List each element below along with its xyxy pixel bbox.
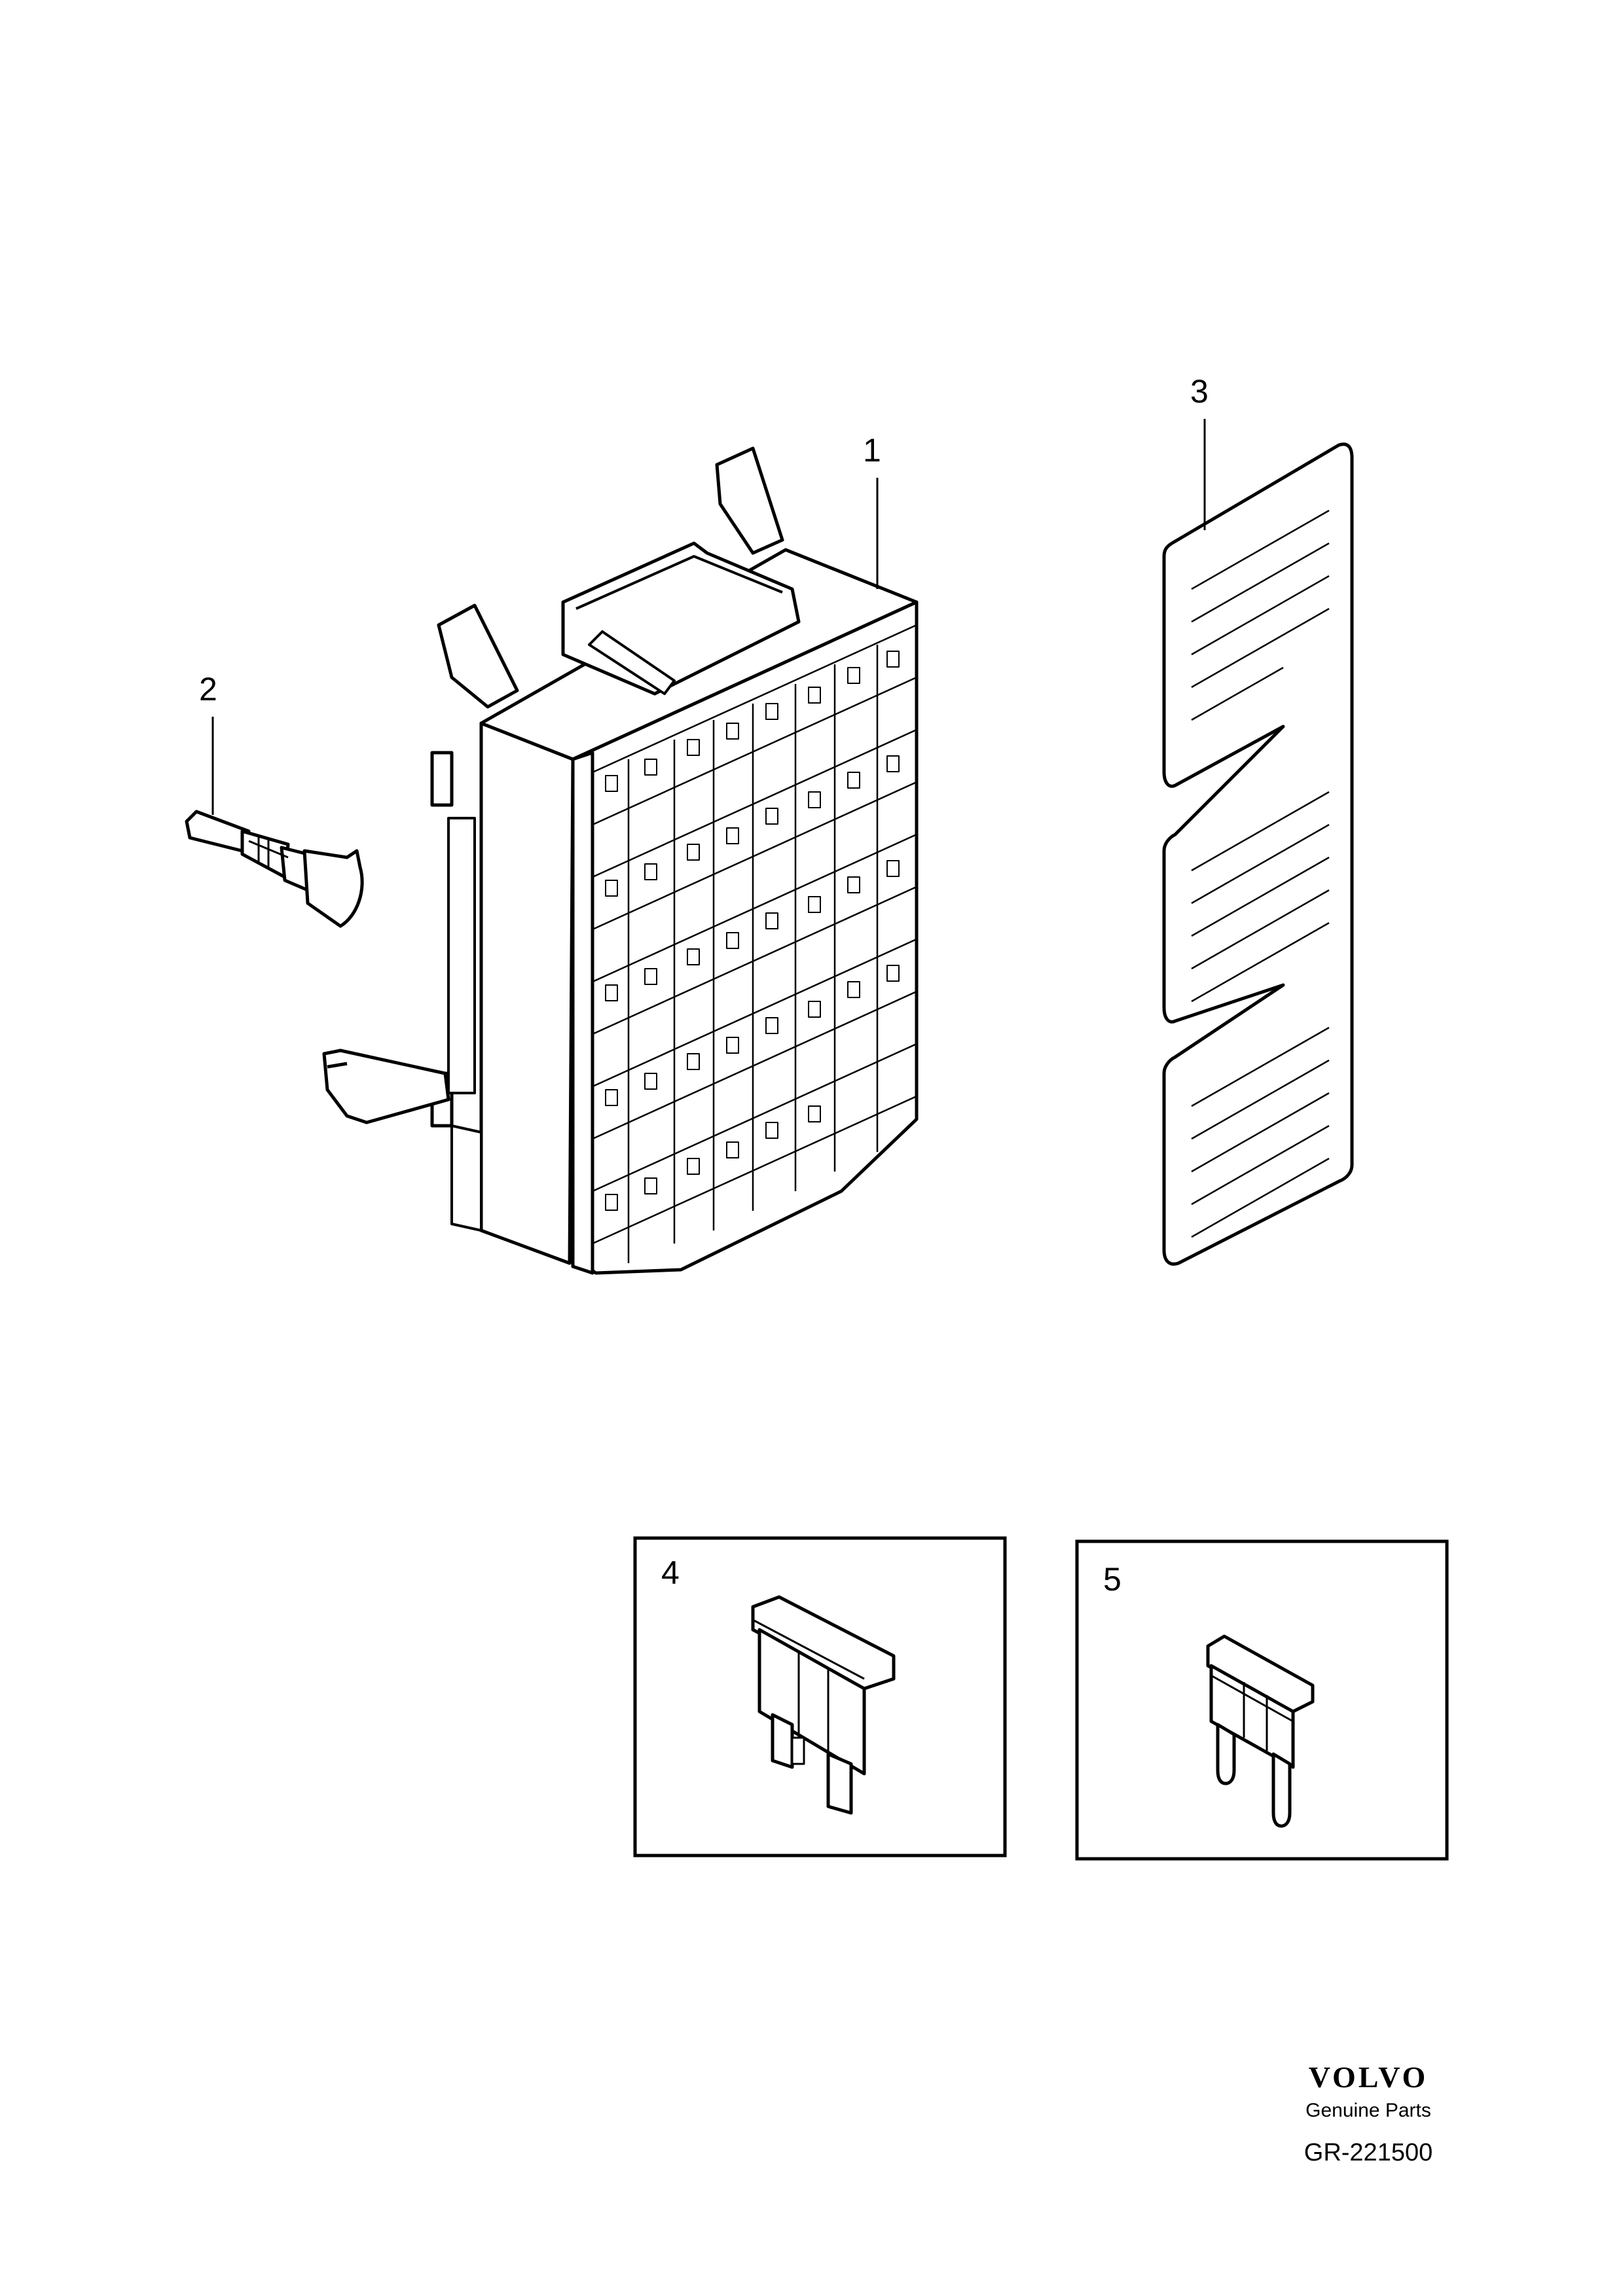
- label-sheet-drawing: [1162, 442, 1354, 1266]
- blade-fuse-drawing: [751, 1595, 896, 1815]
- callout-2: 2: [199, 671, 217, 708]
- part-4-frame: [633, 1536, 1007, 1857]
- callout-3: 3: [1190, 373, 1209, 410]
- diagram-code: GR-221500: [1304, 2139, 1433, 2166]
- terminal-pin-drawing: [185, 810, 364, 928]
- callout-1: 1: [863, 432, 881, 469]
- callout-leaders: [211, 419, 1206, 815]
- callout-5: 5: [1103, 1561, 1122, 1598]
- brand-subtitle: Genuine Parts: [1305, 2100, 1431, 2121]
- brand-logo: VOLVO: [1308, 2060, 1429, 2094]
- fuse-box-drawing: [322, 446, 919, 1275]
- mini-fuse-drawing: [1206, 1634, 1315, 1828]
- callout-4: 4: [661, 1554, 680, 1591]
